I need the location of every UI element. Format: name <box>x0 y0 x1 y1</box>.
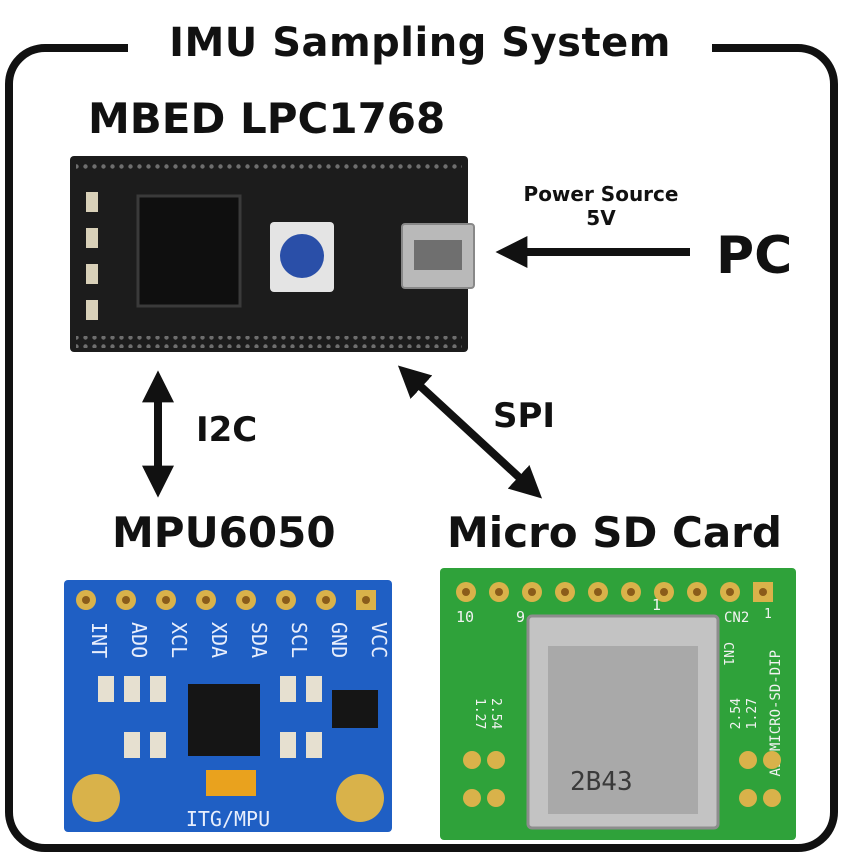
i2c-label: I2C <box>196 410 258 450</box>
mpu-pin-label: GND <box>327 622 351 658</box>
mpu6050-label: MPU6050 <box>112 508 336 557</box>
mpu-pin-label: INT <box>87 622 111 658</box>
sd-pin-label-1: 1 <box>652 596 661 614</box>
diagram-title: IMU Sampling System <box>128 8 712 78</box>
mbed-label: MBED LPC1768 <box>88 94 446 143</box>
sd-pin-pads <box>456 582 773 602</box>
mounting-hole-left <box>72 774 120 822</box>
mbed-pin-row-bottom <box>76 336 462 348</box>
mpu-pin-pads <box>76 590 376 610</box>
sd-connector-label: CN2 <box>724 610 749 626</box>
mounting-hole-right <box>336 774 384 822</box>
sd-slot-interior <box>548 646 698 814</box>
smd-component <box>280 676 296 702</box>
mpu-pin-label: ADO <box>127 622 151 658</box>
sd-side-pad <box>739 789 757 807</box>
mpu6050-board: INT ADO XCL XDA SDA SCL GND VCC ITG/MPU <box>64 580 392 832</box>
mbed-processor-chip <box>136 194 242 308</box>
mbed-led-4 <box>86 300 98 320</box>
smd-component <box>306 676 322 702</box>
pc-label: PC <box>716 226 793 286</box>
smd-component <box>306 732 322 758</box>
sd-pin-label-9: 9 <box>516 608 525 626</box>
mbed-led-3 <box>86 264 98 284</box>
power-source-label: Power Source 5V <box>512 182 690 230</box>
sd-side-pad <box>463 789 481 807</box>
micro-sd-board: 10 9 1 CN2 1 CN1 2B43 1.27 2.54 2.54 1.2… <box>440 568 796 840</box>
pitch-label-b-right: 2.54 <box>729 698 744 729</box>
power-source-line1: Power Source <box>523 182 679 206</box>
power-source-line2: 5V <box>586 206 616 230</box>
smd-component <box>150 732 166 758</box>
mpu-pin-label: XCL <box>167 622 191 658</box>
pitch-label-a: 1.27 <box>472 698 487 729</box>
sd-side-pad <box>463 751 481 769</box>
micro-sd-label: Micro SD Card <box>447 508 782 557</box>
voltage-regulator <box>332 690 378 728</box>
smd-component <box>150 676 166 702</box>
sd-pin-label-10: 10 <box>456 608 474 626</box>
mbed-pin-row-top <box>76 160 462 172</box>
mbed-led-2 <box>86 228 98 248</box>
mpu-footer-label: ITG/MPU <box>186 807 270 831</box>
smd-component <box>124 732 140 758</box>
sd-side-pad <box>487 751 505 769</box>
smd-component <box>280 732 296 758</box>
pitch-label-a-right: 1.27 <box>745 698 760 729</box>
reset-button-cap <box>280 234 324 278</box>
mbed-led-1 <box>86 192 98 212</box>
sd-pin-label-1: 1 <box>764 607 772 622</box>
sd-side-pad <box>763 789 781 807</box>
pitch-label-b: 2.54 <box>488 698 503 729</box>
mpu-pin-label: VCC <box>367 622 391 658</box>
sd-slot-marking: 2B43 <box>570 767 633 797</box>
sd-board-text: AE-MICRO-SD-DIP <box>768 650 784 776</box>
smd-component <box>98 676 114 702</box>
mpu-pin-label: SDA <box>247 622 271 658</box>
tantalum-capacitor <box>206 770 256 796</box>
sd-side-pad <box>763 751 781 769</box>
spi-arrow <box>397 365 543 499</box>
smd-component <box>124 676 140 702</box>
usb-port <box>414 240 462 270</box>
sd-side-pad <box>739 751 757 769</box>
sd-side-pad <box>487 789 505 807</box>
mpu6050-chip <box>188 684 260 756</box>
mpu-pin-label: XDA <box>207 622 231 658</box>
mbed-board <box>70 156 475 352</box>
sd-cn1-label: CN1 <box>720 642 735 665</box>
mpu-pin-label: SCL <box>287 622 311 658</box>
